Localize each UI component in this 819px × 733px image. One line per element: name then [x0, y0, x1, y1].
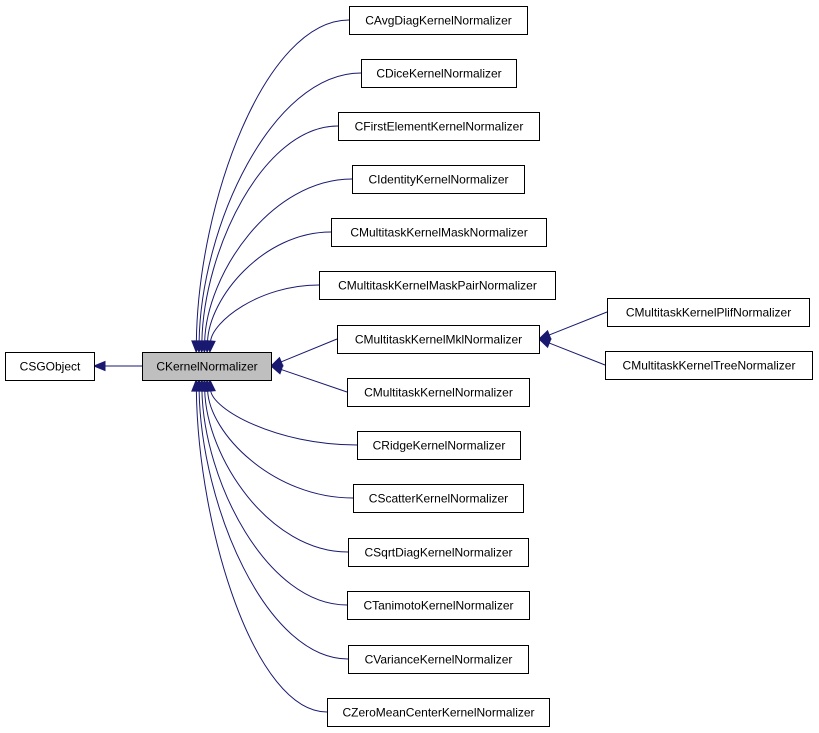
- inheritance-edge-cmt: [269, 364, 348, 393]
- inheritance-edge-cdice: [193, 72, 362, 354]
- edge-line: [280, 368, 348, 393]
- edge-line: [207, 389, 354, 499]
- class-label: CFirstElementKernelNormalizer: [355, 120, 524, 134]
- inheritance-edge-cscatter: [202, 378, 354, 499]
- inheritance-edge-cridge: [205, 378, 358, 446]
- arrowhead: [191, 378, 202, 392]
- class-label: CSqrtDiagKernelNormalizer: [364, 546, 512, 560]
- edges-layer: [92, 19, 608, 713]
- class-label: CMultitaskKernelMaskPairNormalizer: [338, 279, 537, 293]
- class-node-ckernelnormalizer[interactable]: CKernelNormalizer: [142, 352, 272, 381]
- class-node-cmttree[interactable]: CMultitaskKernelTreeNormalizer: [605, 351, 813, 380]
- class-node-cdice[interactable]: CDiceKernelNormalizer: [361, 59, 517, 88]
- class-box: [319, 271, 556, 300]
- class-node-cmtmaskpair[interactable]: CMultitaskKernelMaskPairNormalizer: [319, 271, 556, 300]
- class-label: CTanimotoKernelNormalizer: [363, 599, 513, 613]
- class-box: [327, 698, 550, 727]
- class-box: [605, 351, 813, 380]
- edge-line: [204, 389, 349, 553]
- class-box: [361, 59, 517, 88]
- class-node-cridge[interactable]: CRidgeKernelNormalizer: [357, 431, 521, 460]
- class-box: [352, 165, 525, 194]
- arrowhead: [537, 338, 552, 349]
- class-node-ctanimoto[interactable]: CTanimotoKernelNormalizer: [347, 591, 530, 620]
- class-label: CSGObject: [20, 360, 81, 374]
- class-box: [338, 112, 540, 141]
- class-label: CZeroMeanCenterKernelNormalizer: [342, 706, 534, 720]
- arrowhead: [269, 364, 284, 375]
- class-box: [142, 352, 272, 381]
- inheritance-edge-csqrtdiag: [199, 378, 349, 553]
- edge-line: [548, 342, 606, 366]
- edge-line: [198, 72, 362, 343]
- arrowhead: [92, 360, 106, 372]
- inheritance-edge-ckernelnormalizer: [92, 360, 142, 372]
- inheritance-edge-ctanimoto: [196, 378, 348, 606]
- class-box: [5, 352, 95, 381]
- nodes-layer: CSGObject CKernelNormalizer CAvgDiagKernel…: [5, 6, 813, 727]
- edge-line: [209, 284, 320, 343]
- edge-line: [195, 19, 350, 343]
- inheritance-edge-cmtmkl: [269, 338, 338, 367]
- inheritance-edge-cmttree: [537, 338, 606, 366]
- arrowhead: [537, 329, 552, 340]
- class-label: CScatterKernelNormalizer: [369, 492, 508, 506]
- class-box: [349, 6, 528, 35]
- class-box: [337, 325, 540, 354]
- inheritance-edge-cmtplif: [537, 311, 608, 340]
- edge-line: [198, 389, 349, 660]
- inheritance-edge-cidentity: [199, 178, 353, 354]
- class-node-cavgdiag[interactable]: CAvgDiagKernelNormalizer: [349, 6, 528, 35]
- class-label: CRidgeKernelNormalizer: [373, 439, 506, 453]
- class-node-cidentity[interactable]: CIdentityKernelNormalizer: [352, 165, 525, 194]
- edge-line: [201, 125, 339, 343]
- class-node-csqrtdiag[interactable]: CSqrtDiagKernelNormalizer: [348, 538, 529, 567]
- edge-line: [201, 389, 348, 606]
- class-node-cfirstelement[interactable]: CFirstElementKernelNormalizer: [338, 112, 540, 141]
- class-node-cmtplif[interactable]: CMultitaskKernelPlifNormalizer: [607, 298, 810, 327]
- edge-line: [195, 389, 328, 713]
- class-label: CVarianceKernelNormalizer: [365, 653, 513, 667]
- class-box: [607, 298, 810, 327]
- class-box: [331, 218, 547, 247]
- class-label: CMultitaskKernelMaskNormalizer: [350, 226, 527, 240]
- class-label: CMultitaskKernelMklNormalizer: [355, 333, 522, 347]
- class-node-cvariance[interactable]: CVarianceKernelNormalizer: [348, 645, 529, 674]
- class-node-cmt[interactable]: CMultitaskKernelNormalizer: [347, 378, 530, 407]
- class-label: CMultitaskKernelTreeNormalizer: [623, 359, 796, 373]
- edge-line: [204, 178, 353, 343]
- edge-line: [280, 338, 338, 363]
- arrowhead: [205, 340, 216, 354]
- arrowhead: [269, 356, 284, 367]
- inheritance-edge-cavgdiag: [191, 19, 350, 354]
- inheritance-edge-cmtmask: [202, 231, 332, 354]
- inheritance-edge-cfirstelement: [196, 125, 339, 354]
- class-label: CAvgDiagKernelNormalizer: [365, 14, 512, 28]
- class-box: [348, 645, 529, 674]
- inheritance-edge-cmtmaskpair: [205, 284, 320, 354]
- class-node-csgobject[interactable]: CSGObject: [5, 352, 95, 381]
- class-box: [353, 484, 524, 513]
- inheritance-edge-czeromean: [191, 378, 328, 713]
- class-label: CIdentityKernelNormalizer: [368, 173, 508, 187]
- class-label: CDiceKernelNormalizer: [376, 67, 501, 81]
- class-box: [348, 538, 529, 567]
- class-node-czeromean[interactable]: CZeroMeanCenterKernelNormalizer: [327, 698, 550, 727]
- class-label: CMultitaskKernelPlifNormalizer: [626, 306, 791, 320]
- class-node-cmtmask[interactable]: CMultitaskKernelMaskNormalizer: [331, 218, 547, 247]
- edge-line: [206, 231, 332, 343]
- class-label: CKernelNormalizer: [156, 360, 257, 374]
- class-box: [357, 431, 521, 460]
- class-box: [347, 378, 530, 407]
- class-box: [347, 591, 530, 620]
- edge-line: [548, 311, 608, 336]
- class-node-cscatter[interactable]: CScatterKernelNormalizer: [353, 484, 524, 513]
- class-node-cmtmkl[interactable]: CMultitaskKernelMklNormalizer: [337, 325, 540, 354]
- class-label: CMultitaskKernelNormalizer: [364, 386, 513, 400]
- edge-line: [210, 389, 358, 446]
